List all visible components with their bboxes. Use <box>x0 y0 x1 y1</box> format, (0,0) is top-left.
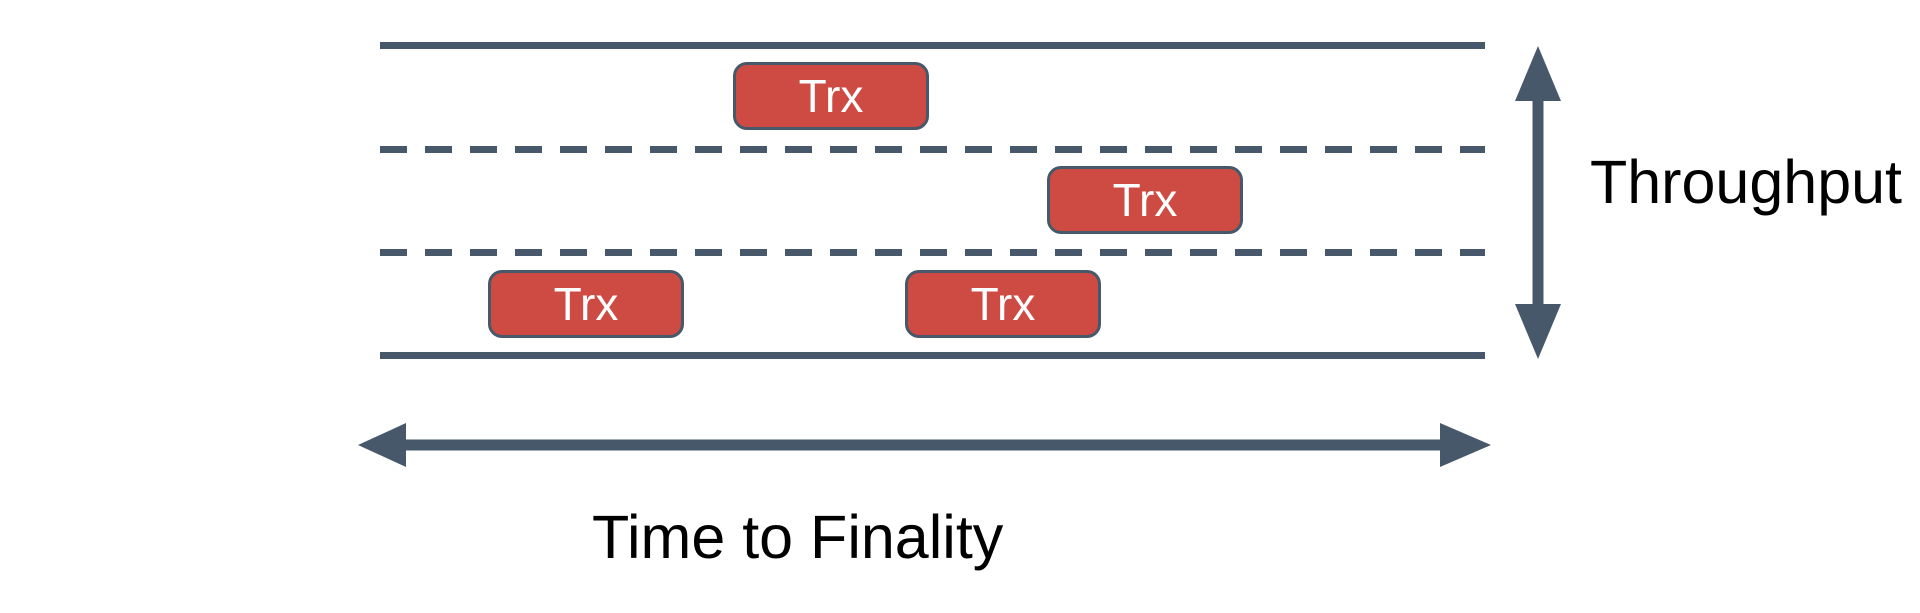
time-to-finality-double-arrow-icon <box>358 423 1491 467</box>
trx-label: Trx <box>798 70 864 122</box>
trx-box-lane2: Trx <box>1047 166 1243 234</box>
trx-box-lane3-right: Trx <box>905 270 1101 338</box>
trx-label: Trx <box>970 278 1036 330</box>
lane-divider-line-1 <box>380 146 1485 153</box>
throughput-double-arrow-icon <box>1515 46 1561 359</box>
trx-box-lane1: Trx <box>733 62 929 130</box>
road-bottom-edge-line <box>380 352 1485 359</box>
time-to-finality-axis-label: Time to Finality <box>592 503 1004 571</box>
road-top-edge-line <box>380 42 1485 49</box>
trx-label: Trx <box>1112 174 1178 226</box>
lane-divider-line-2 <box>380 249 1485 256</box>
trx-box-lane3-left: Trx <box>488 270 684 338</box>
trx-label: Trx <box>553 278 619 330</box>
throughput-axis-label: Throughput <box>1590 148 1902 216</box>
